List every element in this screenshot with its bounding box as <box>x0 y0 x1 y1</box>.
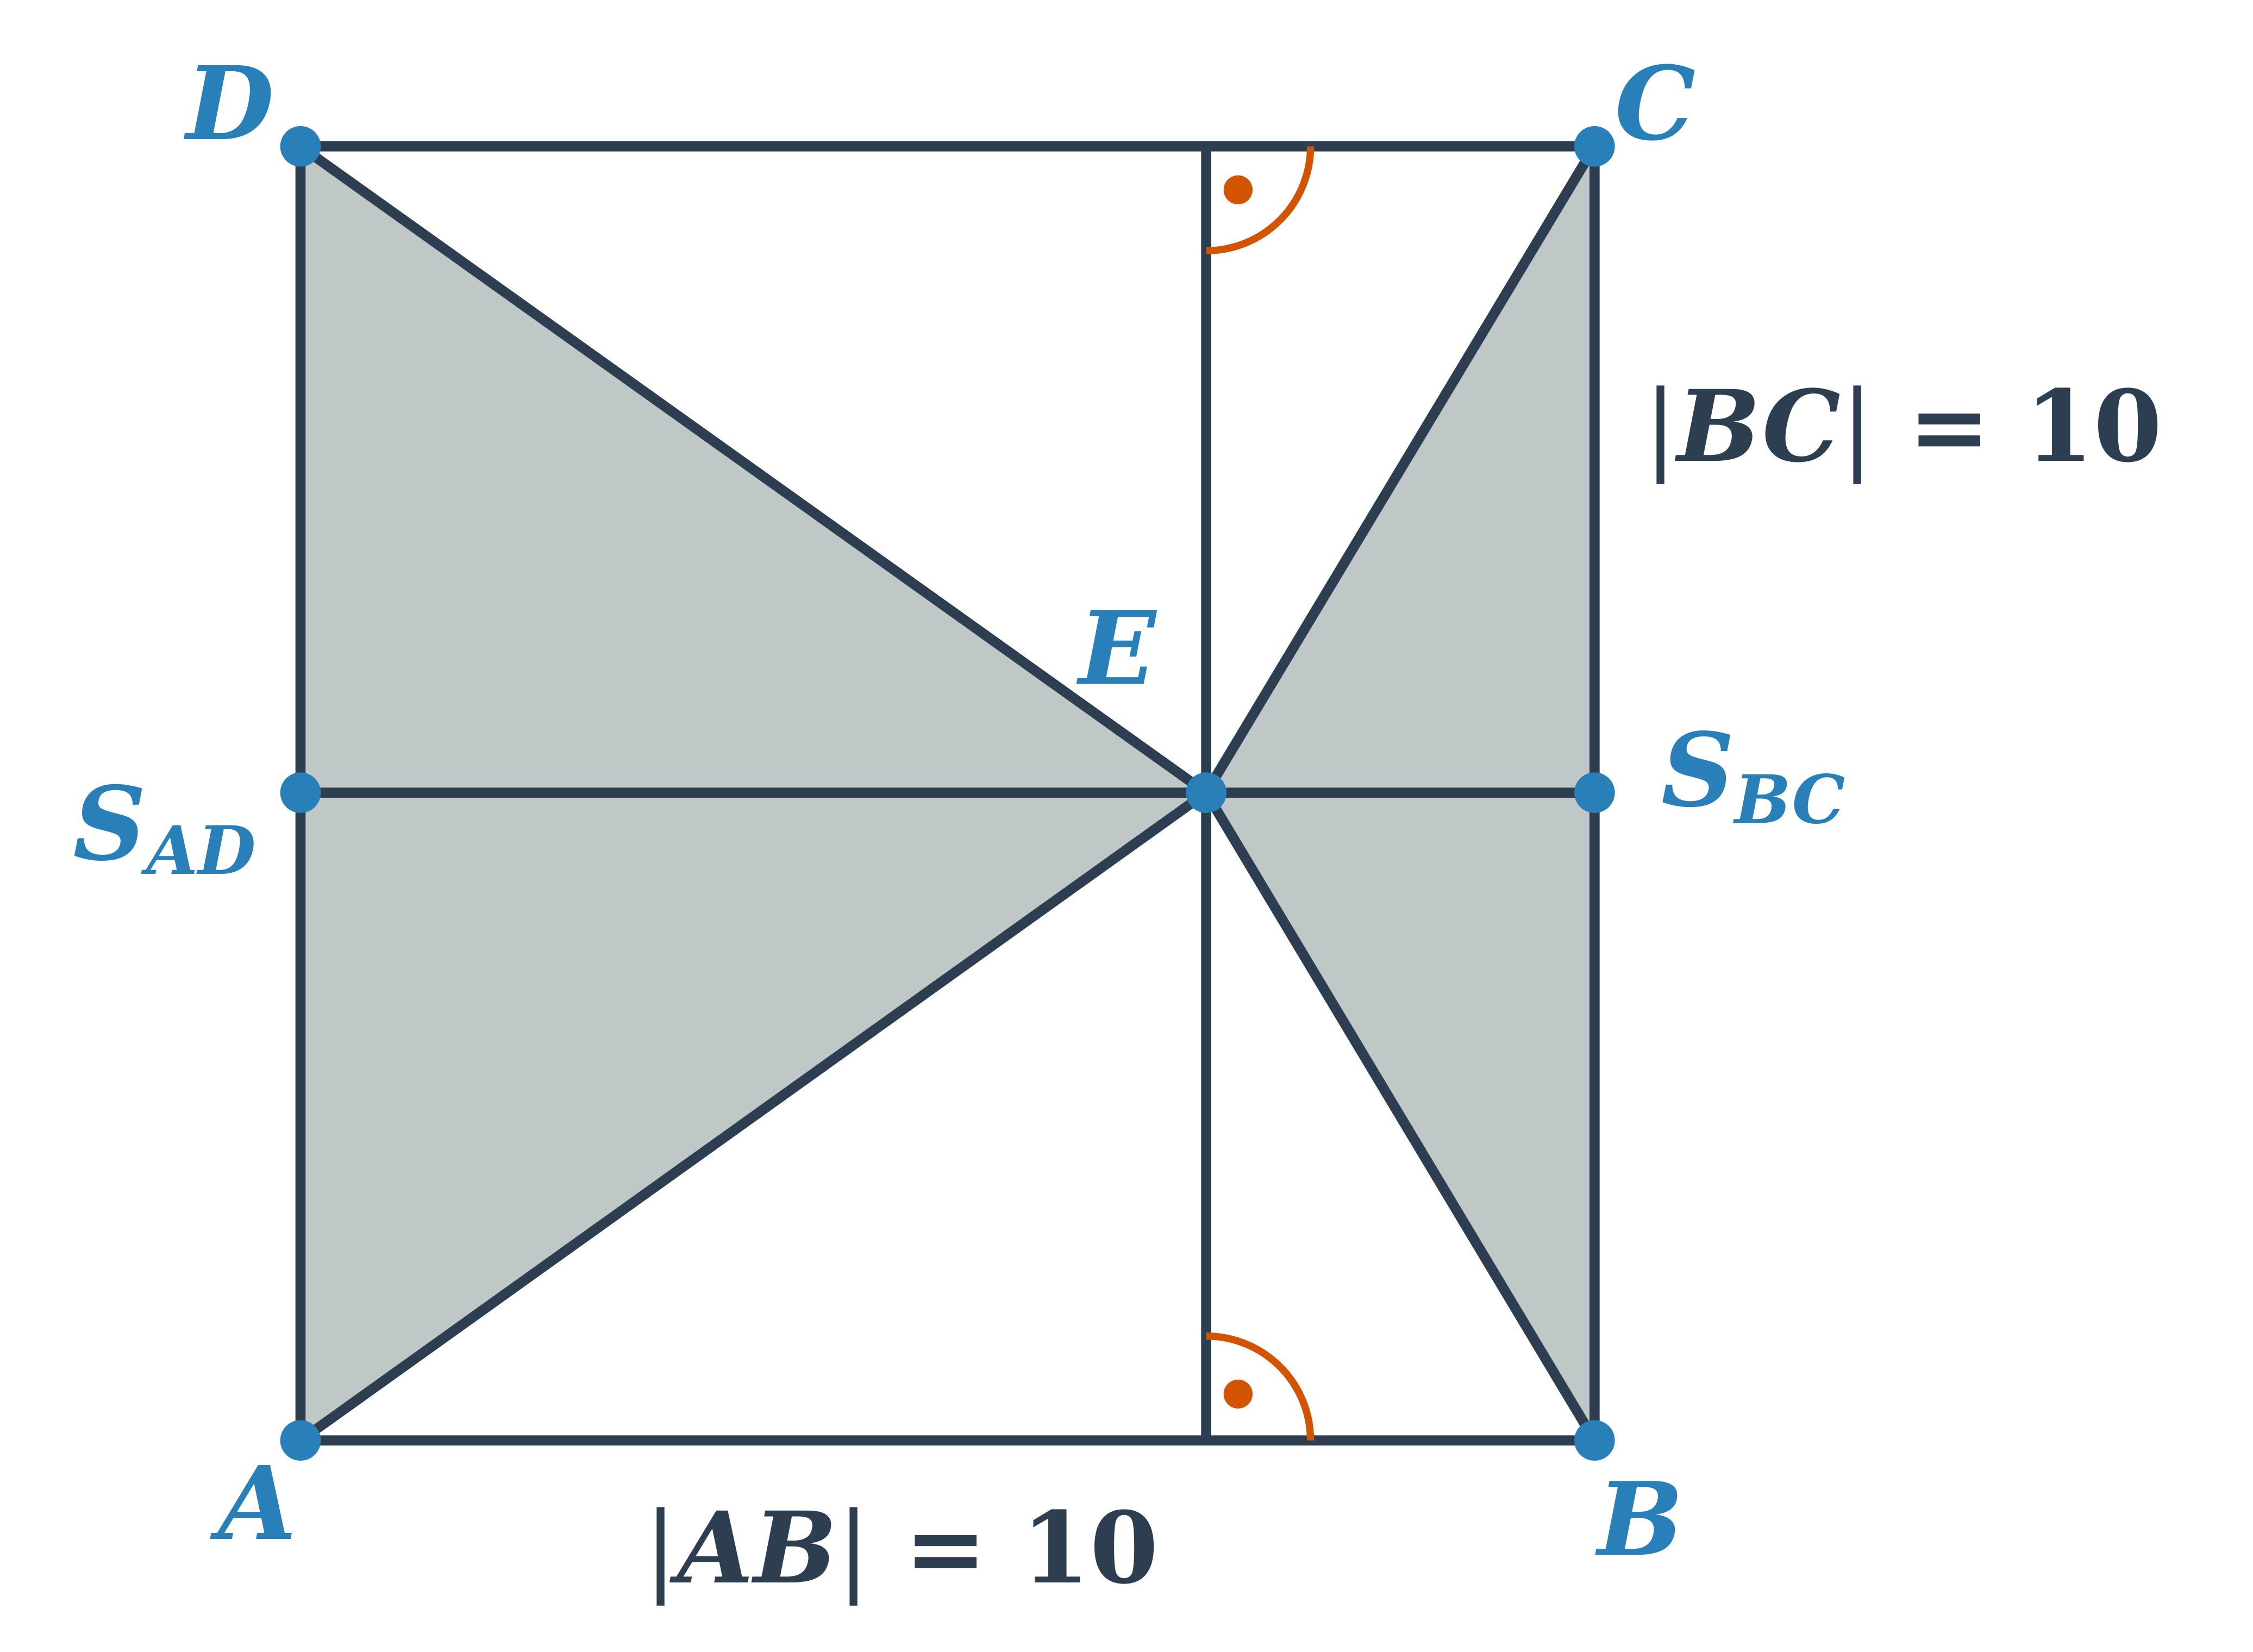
point-e <box>1186 772 1226 813</box>
label-s-ad: SAD <box>73 765 255 890</box>
measurement-ab: |AB| = 10 <box>644 1490 1159 1606</box>
label-s-ad-main: S <box>73 765 146 884</box>
measurement-ab-value: 10 <box>1021 1490 1158 1606</box>
measurement-bc: |BC| = 10 <box>1644 368 2162 484</box>
measurement-ab-close: | <box>837 1491 870 1606</box>
point-s-bc <box>1574 772 1615 813</box>
measurement-ab-var: AB <box>669 1490 837 1606</box>
label-a: A <box>210 1444 297 1563</box>
segment-de <box>297 142 1210 797</box>
measurement-ab-eq: = <box>870 1490 1021 1606</box>
label-c: C <box>1615 45 1696 164</box>
measurement-bc-open: | <box>1644 370 1677 484</box>
label-b: B <box>1595 1460 1684 1579</box>
measurement-ab-open: | <box>644 1491 677 1606</box>
label-s-bc-sub: BC <box>1733 761 1845 839</box>
measurement-bc-eq: = <box>1874 368 2025 484</box>
point-s-ad <box>280 772 321 813</box>
right-angle-marker-top-icon <box>1206 146 1315 254</box>
measurement-bc-close: | <box>1841 370 1874 484</box>
point-b <box>1574 1420 1615 1461</box>
label-s-bc-main: S <box>1661 711 1735 830</box>
right-angle-marker-bottom-icon <box>1206 1332 1315 1441</box>
segment-ae <box>297 789 1210 1445</box>
label-s-ad-sub: AD <box>141 811 256 890</box>
label-e: E <box>1076 590 1157 709</box>
point-d <box>280 126 321 167</box>
measurement-bc-var: BC <box>1674 368 1841 484</box>
segment-be <box>1201 790 1599 1443</box>
label-s-bc: SBC <box>1661 711 1845 839</box>
label-d: D <box>183 45 274 164</box>
point-a <box>280 1420 321 1461</box>
measurement-bc-value: 10 <box>2025 368 2162 484</box>
segment-ce <box>1201 143 1599 796</box>
point-c <box>1574 126 1615 167</box>
